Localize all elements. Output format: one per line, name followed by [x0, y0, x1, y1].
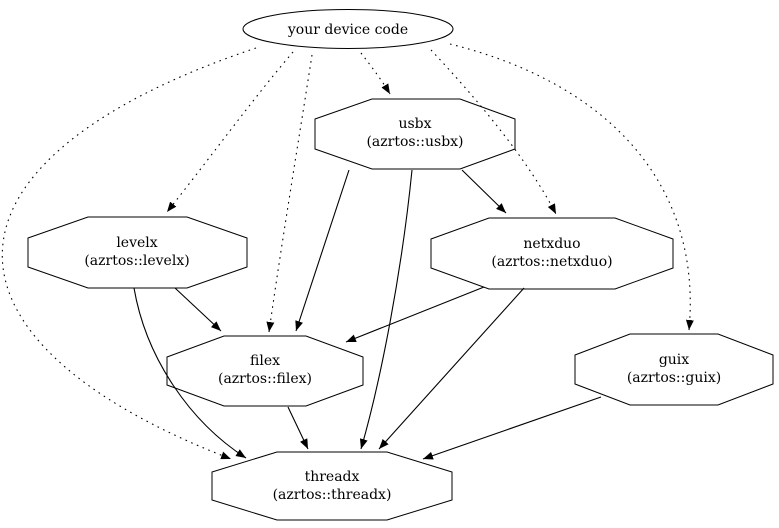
edge-netxduo-threadx — [378, 287, 525, 450]
edge-device-netxduo — [430, 49, 557, 215]
node-device-code: your device code — [242, 9, 454, 49]
filex-octagon — [166, 335, 364, 407]
edge-usbx-filex — [295, 169, 350, 332]
edge-device-usbx — [360, 52, 391, 95]
edge-device-threadx — [1, 47, 257, 460]
filex-package: (azrtos::filex) — [218, 371, 312, 387]
levelx-package: (azrtos::levelx) — [84, 253, 189, 269]
netxduo-octagon — [430, 217, 674, 290]
node-usbx: usbx (azrtos::usbx) — [314, 98, 516, 170]
levelx-name: levelx — [116, 235, 157, 251]
guix-octagon — [574, 333, 774, 406]
filex-name: filex — [250, 353, 280, 369]
usbx-name: usbx — [398, 116, 431, 132]
device-code-ellipse — [242, 9, 454, 49]
netxduo-name: netxduo — [523, 236, 580, 252]
guix-package: (azrtos::guix) — [627, 370, 721, 386]
node-levelx: levelx (azrtos::levelx) — [27, 216, 248, 289]
threadx-package: (azrtos::threadx) — [273, 487, 392, 503]
edge-levelx-filex — [174, 287, 222, 332]
levelx-octagon — [27, 216, 248, 289]
threadx-octagon — [211, 451, 453, 521]
edge-device-filex — [266, 54, 313, 333]
edge-netxduo-filex — [345, 286, 485, 343]
netxduo-package: (azrtos::netxduo) — [491, 254, 612, 270]
edge-device-guix — [449, 43, 694, 331]
usbx-octagon — [314, 98, 516, 170]
edge-usbx-netxduo — [461, 169, 507, 214]
node-threadx: threadx (azrtos::threadx) — [211, 451, 453, 521]
node-netxduo: netxduo (azrtos::netxduo) — [430, 217, 674, 290]
threadx-name: threadx — [305, 469, 360, 485]
device-code-label: your device code — [287, 22, 408, 38]
edge-filex-threadx — [287, 406, 309, 450]
edge-guix-threadx — [422, 396, 602, 460]
node-guix: guix (azrtos::guix) — [574, 333, 774, 406]
node-filex: filex (azrtos::filex) — [166, 335, 364, 407]
guix-name: guix — [659, 352, 689, 368]
usbx-package: (azrtos::usbx) — [366, 134, 463, 150]
edge-device-levelx — [166, 51, 294, 213]
edge-usbx-threadx — [359, 169, 413, 450]
edge-levelx-threadx — [133, 287, 247, 459]
